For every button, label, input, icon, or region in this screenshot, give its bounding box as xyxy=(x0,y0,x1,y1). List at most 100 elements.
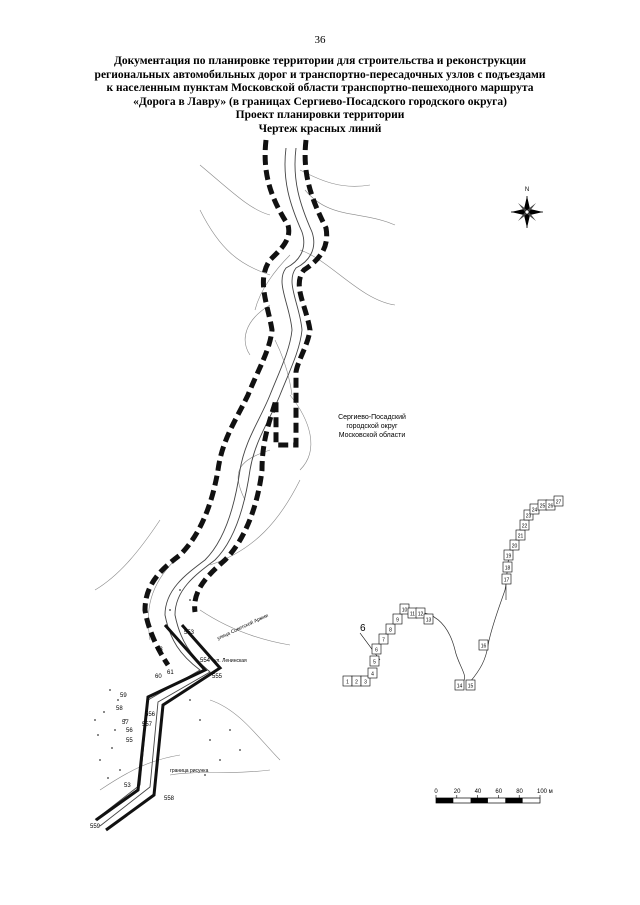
index-sheet: 13 xyxy=(423,613,434,625)
index-sheet: 8 xyxy=(385,623,396,635)
point-label: 63 xyxy=(156,647,163,653)
index-sheet: 19 xyxy=(503,549,514,561)
index-sheet-label: 22 xyxy=(522,524,528,530)
index-sheet-label: 3 xyxy=(364,680,367,686)
point-label: 60 xyxy=(155,674,162,680)
index-sheet-label: 20 xyxy=(512,544,518,550)
scale-tick-label: 20 xyxy=(454,789,461,795)
scale-tick-label: 60 xyxy=(495,789,502,795)
index-sheet: 12 xyxy=(415,607,426,619)
index-sheet: 18 xyxy=(502,561,513,573)
index-sheet-label: 26 xyxy=(548,504,554,510)
point-label: 53 xyxy=(124,783,131,789)
point-label: 557 xyxy=(142,722,153,728)
document-title: Документация по планировке территории дл… xyxy=(40,55,600,136)
index-sheet-label: 23 xyxy=(526,514,532,520)
street-label: граница рисунка xyxy=(170,768,209,774)
point-label: 56 xyxy=(126,728,133,734)
point-label: 59 xyxy=(120,693,127,699)
svg-text:городской округ: городской округ xyxy=(346,422,398,430)
point-label: 55 xyxy=(126,738,133,744)
compass-label: N xyxy=(525,187,529,193)
index-sheet-label: 4 xyxy=(371,672,374,678)
index-sheet-label: 14 xyxy=(457,684,463,690)
index-sheet-label: 25 xyxy=(540,504,546,510)
index-sheet-label: 8 xyxy=(389,628,392,634)
index-sheet-label: 10 xyxy=(402,608,408,614)
title-line: Чертеж красных линий xyxy=(258,122,382,135)
index-sheet-label: 13 xyxy=(426,618,432,624)
index-sheet-label: 7 xyxy=(382,638,385,644)
index-sheet: 14 xyxy=(454,679,465,691)
title-line: к населенным пунктам Московской области … xyxy=(106,82,534,94)
index-callout: 6 xyxy=(360,623,366,634)
scale-tick-label: 0 xyxy=(434,789,438,795)
index-sheet: 17 xyxy=(501,573,512,585)
index-sheet: 26 xyxy=(545,499,556,511)
title-line: Проект планировки территории xyxy=(235,109,405,121)
point-label: 58 xyxy=(116,706,123,712)
compass-rose: N xyxy=(511,187,543,228)
terrain-marks xyxy=(94,589,241,779)
index-sheet: 24 xyxy=(529,503,540,515)
index-sheet-label: 2 xyxy=(355,680,358,686)
index-sheet-label: 9 xyxy=(396,618,399,624)
index-sheet: 23 xyxy=(523,509,534,521)
index-sheet-label: 6 xyxy=(375,648,378,654)
svg-text:Сергиево-Посадский: Сергиево-Посадский xyxy=(338,413,406,421)
compass-icon xyxy=(511,196,543,228)
title-line: региональных автомобильных дорог и транс… xyxy=(94,68,546,81)
scale-tick-label: 100 м xyxy=(537,789,553,795)
street-label: улица Советской Армии xyxy=(216,612,270,642)
index-sheet-label: 1 xyxy=(346,680,349,686)
index-sheet-label: 24 xyxy=(532,508,538,514)
index-sheet: 4 xyxy=(367,667,378,679)
index-sheet: 21 xyxy=(515,529,526,541)
index-sheet-label: 5 xyxy=(373,660,376,666)
index-sheet: 22 xyxy=(519,519,530,531)
index-sheet: 11 xyxy=(407,607,418,619)
index-sheet-label: 16 xyxy=(481,644,487,650)
index-sheet: 25 xyxy=(537,499,548,511)
scale-tick-label: 80 xyxy=(516,789,523,795)
region-label: Сергиево-Посадский городской округ Моско… xyxy=(338,413,406,439)
index-sheet: 27 xyxy=(553,495,564,507)
index-sheet: 2 xyxy=(351,675,362,687)
page-number: 36 xyxy=(314,34,326,46)
point-label: 559 xyxy=(90,824,101,830)
point-label: 556 xyxy=(145,712,156,718)
index-sheet: 20 xyxy=(509,539,520,551)
southern-boundary xyxy=(95,624,223,832)
street-label: ул. Ленинская xyxy=(214,658,247,664)
title-line: Документация по планировке территории дл… xyxy=(114,55,526,67)
index-sheet-label: 19 xyxy=(506,554,512,560)
svg-text:Московской области: Московской области xyxy=(339,431,406,439)
index-sheet-label: 21 xyxy=(518,534,524,540)
index-sheet: 1 xyxy=(342,675,353,687)
index-sheet: 7 xyxy=(378,633,389,645)
point-label: 61 xyxy=(167,670,174,676)
index-sheet: 16 xyxy=(478,639,489,651)
point-label: 554 xyxy=(200,658,211,664)
title-line: «Дорога в Лавру» (в границах Сергиево-По… xyxy=(133,95,507,108)
point-label: 57 xyxy=(122,720,129,726)
index-sheet-label: 15 xyxy=(468,684,474,690)
index-sheet: 10 xyxy=(399,603,410,615)
index-sheet: 3 xyxy=(360,675,371,687)
index-sheet: 9 xyxy=(392,613,403,625)
index-sheet-label: 17 xyxy=(504,578,510,584)
point-label: 558 xyxy=(164,796,175,802)
index-sheet-label: 27 xyxy=(556,500,562,506)
red-line-corridor xyxy=(142,139,330,667)
point-label: 555 xyxy=(212,674,223,680)
index-sheet-label: 11 xyxy=(410,612,415,618)
index-sheet: 6 xyxy=(371,643,382,655)
terrain-lines xyxy=(94,164,396,791)
index-sheet: 15 xyxy=(465,679,476,691)
index-sheet-label: 18 xyxy=(505,566,511,572)
